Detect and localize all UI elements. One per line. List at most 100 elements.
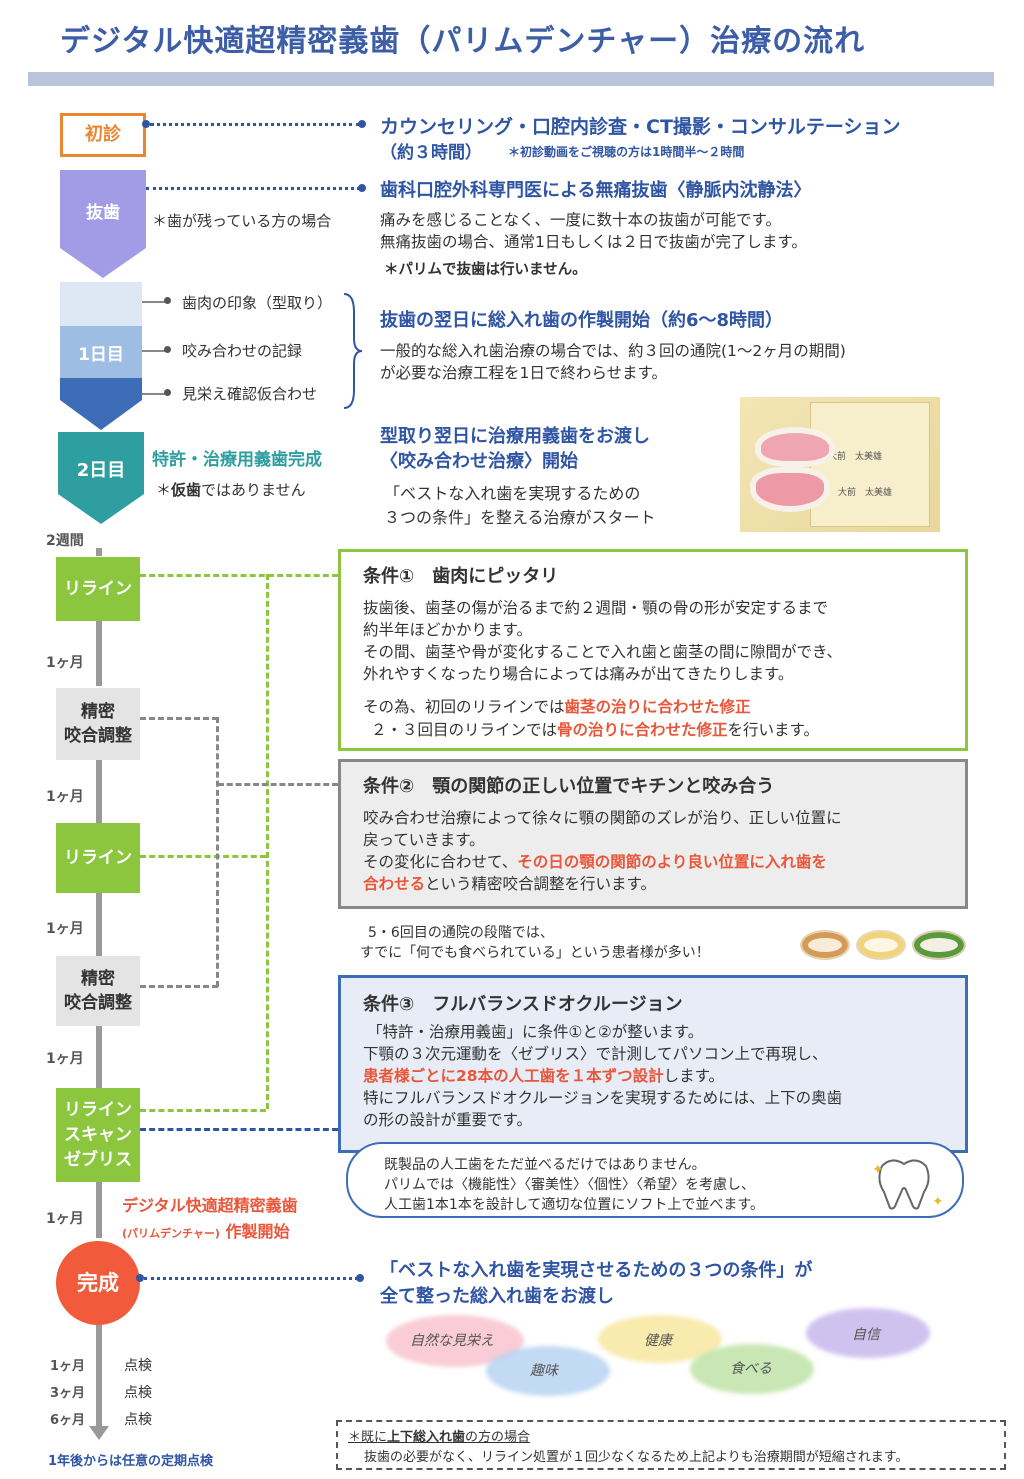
dash-green-v [266, 574, 269, 1109]
svg-text:✦: ✦ [932, 1194, 944, 1210]
timeline-final: 1年後からは任意の定期点検 [48, 1454, 214, 1469]
dash-gray [140, 717, 218, 720]
blob-label-4: 食べる [730, 1361, 772, 1377]
certificate-name-1: 大前 太美雄 [828, 452, 883, 462]
condition-3-line4: 特にフルバランスドオクルージョンを実現するためには、上下の奥歯 [363, 1089, 843, 1107]
bashi-label: 抜歯 [86, 203, 120, 223]
condition-2-panel: 条件② 顎の関節の正しい位置でキチンと咬み合う 咬み合わせ治療によって徐々に顎の… [338, 759, 968, 909]
dash-gray-v [216, 717, 219, 987]
denture-certificate-photo: 大前 太美雄 大前 太美雄 [740, 397, 940, 532]
condition-1-line6: ２・３回目のリラインでは骨の治りに合わせた修正を行います。 [371, 720, 819, 741]
certificate-name-2: 大前 太美雄 [838, 488, 893, 498]
fn1a: ＊既に [348, 1430, 388, 1445]
day2-line2: ３つの条件」を整える治療がスタート [384, 508, 656, 527]
bashi-heading: 歯科口腔外科専門医による無痛抜歯〈静脈内沈静法〉 [380, 180, 812, 201]
day1-block-mid [60, 326, 142, 378]
day1-sub2: 咬み合わせの記録 [182, 342, 303, 360]
connector-line [144, 1277, 358, 1280]
seimitsu-label-2: 精密 咬合調整 [64, 969, 132, 1013]
c2l3a: その変化に合わせて、 [363, 853, 518, 871]
connector-line [146, 187, 360, 190]
timeline-1month-c: 1ヶ月 [46, 921, 84, 937]
day2-green-heading: 特許・治療用義歯完成 [152, 450, 322, 470]
footnote-box: ＊既に上下総入れ歯の方の場合 抜歯の必要がなく、リライン処置が１回少なくなるため… [336, 1420, 1006, 1470]
bubble-line3: 人工歯1本1本を設計して適切な位置にソフト上で並べます。 [384, 1197, 764, 1213]
food-plate-1-icon [800, 930, 850, 960]
dash-gray [218, 783, 338, 786]
day2-line1: 「ベストな入れ歯を実現するための [384, 484, 641, 503]
condition-3-line2: 下顎の３次元運動を〈ゼブリス〉で計測してパソコン上で再現し、 [363, 1045, 828, 1063]
bashi-line2: 無痛抜歯の場合、通常1日もしくは２日で抜歯が完了します。 [380, 233, 807, 251]
certificate-paper [810, 402, 930, 527]
dash-green [140, 1109, 266, 1112]
condition-1-heading: 条件① 歯肉にピッタリ [363, 566, 559, 587]
condition-3-line5: の形の設計が重要です。 [363, 1111, 532, 1129]
c1l6a: ２・３回目のリラインでは [371, 721, 558, 739]
bashi-arrow [60, 170, 146, 278]
check-1month: 1ヶ月 [50, 1359, 86, 1374]
page-title: デジタル快適超精密義歯（パリムデンチャー）治療の流れ [60, 24, 866, 59]
c1l6b: 骨の治りに合わせた修正 [557, 721, 728, 739]
day1-line1: 一般的な総入れ歯治療の場合では、約３回の通院(1〜2ヶ月の期間) [380, 342, 846, 360]
day2-note-pre: ＊ [156, 481, 172, 499]
between-line2: すでに「何でも食べられている」という患者様が多い！ [360, 945, 710, 961]
condition-1-line5: その為、初回のリラインでは歯茎の治りに合わせた修正 [363, 697, 751, 718]
check-3month: 3ヶ月 [50, 1386, 86, 1401]
condition-2-line3: その変化に合わせて、その日の顎の関節のより良い位置に入れ歯を [363, 852, 827, 873]
day1-heading: 抜歯の翌日に総入れ歯の作製開始（約6〜8時間） [380, 310, 784, 331]
day1-sub1: 歯肉の印象（型取り） [182, 294, 333, 312]
dash-gray [140, 985, 218, 988]
condition-1-line3: その間、歯茎や骨が変化することで入れ歯と歯茎の間に隙間ができ、 [363, 643, 842, 661]
bubble-line2: パリムでは〈機能性〉〈審美性〉〈個性〉〈希望〉を考慮し、 [384, 1177, 755, 1193]
day2-arrow [58, 432, 144, 524]
condition-2-heading: 条件② 顎の関節の正しい位置でキチンと咬み合う [363, 776, 775, 797]
sub-connector [142, 301, 166, 303]
day1-sub3: 見栄え確認仮合わせ [182, 385, 318, 403]
curly-brace [343, 293, 363, 409]
condition-1-panel: 条件① 歯肉にピッタリ 抜歯後、歯茎の傷が治るまで約２週間・顎の骨の形が安定する… [338, 549, 968, 751]
condition-3-line1: 「特許・治療用義歯」に条件①と②が整います。 [367, 1023, 704, 1041]
check-3: 点検 [124, 1412, 152, 1428]
timeline-reline-scan-zebris: リライン スキャン ゼブリス [56, 1088, 140, 1182]
blob-green [690, 1344, 814, 1394]
connector-dot [356, 1274, 364, 1282]
connector-dot [358, 184, 366, 192]
production-start-2: (パリムデンチャー) 作製開始 [122, 1218, 290, 1242]
condition-1-line4: 外れやすくなったり場合によっては痛みが出てきたりします。 [363, 665, 794, 683]
c3l3a: 患者様ごとに28本の人工歯を１本ずつ設計 [363, 1067, 664, 1085]
production-start-small: (パリムデンチャー) [122, 1227, 220, 1240]
condition-1-line2: 約半年ほどかかります。 [363, 621, 532, 639]
food-plate-3-icon [912, 930, 966, 960]
sub-connector [142, 350, 166, 352]
seimitsu-label-1: 精密 咬合調整 [64, 702, 132, 746]
shoshin-duration: （約３時間） [380, 143, 482, 163]
timeline-line [96, 1026, 102, 1088]
day1-line2: が必要な治療工程を1日で終わらせます。 [380, 364, 668, 382]
condition-3-bubble: 既製品の人工歯をただ並べるだけではありません。 パリムでは〈機能性〉〈審美性〉〈… [346, 1142, 964, 1218]
timeline-2weeks: 2週間 [46, 533, 84, 549]
timeline-line [96, 760, 102, 823]
food-plate-2-icon [856, 930, 906, 960]
sub-dot [164, 389, 171, 396]
between-line1: 5・6回目の通院の段階では、 [368, 925, 554, 941]
c2l3b: その日の顎の関節のより良い位置に入れ歯を [517, 853, 827, 871]
timeline-line [96, 621, 102, 686]
fn1c: の方の場合 [465, 1430, 531, 1445]
day2-label: 2日目 [76, 460, 126, 481]
condition-2-line1: 咬み合わせ治療によって徐々に顎の関節のズレが治り、正しい位置に [363, 809, 842, 827]
blob-label-1: 自然な見栄え [410, 1333, 494, 1349]
day1-label: 1日目 [78, 345, 124, 365]
sub-connector [142, 393, 166, 395]
timeline-1month-b: 1ヶ月 [46, 789, 84, 805]
dash-blue [140, 1128, 338, 1131]
blob-blue [486, 1346, 610, 1396]
condition-2-line4: 合わせるという精密咬合調整を行います。 [363, 874, 656, 895]
check-1: 点検 [124, 1358, 152, 1374]
timeline-reline-1: リライン [56, 557, 140, 621]
blob-label-2: 趣味 [530, 1363, 558, 1379]
svg-text:✦: ✦ [872, 1162, 884, 1178]
day2-heading2: 〈咬み合わせ治療〉開始 [380, 451, 578, 472]
condition-1-line1: 抜歯後、歯茎の傷が治るまで約２週間・顎の骨の形が安定するまで [363, 599, 829, 617]
fn1b: 上下総入れ歯 [387, 1430, 466, 1445]
day1-arrow [60, 378, 142, 430]
